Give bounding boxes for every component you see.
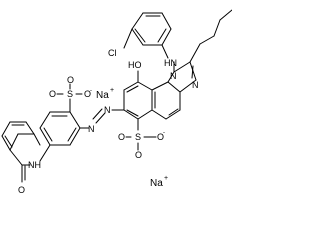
azo-n2-label: N [88,124,95,134]
sulfonate-left-o3-label: O [67,75,74,85]
amide-nh-label: NH [28,160,41,170]
sulfonate-right-minus: - [163,130,165,136]
sulfonate-right-o2-label: O [118,132,125,142]
amide-o-label: O [18,185,25,195]
bond-lines [1,9,232,183]
imidazole-n1-label: N [170,71,177,81]
sodium-ion-2-charge: + [164,175,168,182]
sulfonate-right-s-label: S [135,132,141,142]
sulfonate-left-o2-label: O [84,89,91,99]
sodium-ion-2: Na [150,178,163,189]
azo-n1-label: N [104,105,111,115]
sulfonate-left-minus: - [90,88,92,94]
sulfonate-right-o3-label: O [135,150,142,160]
nh-label-top: HN [164,58,177,68]
sulfonate-left-o1-label: O [49,89,56,99]
chemical-structure-diagram: Cl HN N N HO S O O O - N N S O O O - NH … [1,9,232,195]
atom-labels: Cl HN N N HO S O O O - N N S O O O - NH … [18,48,199,195]
imidazole-n3-label: N [192,80,199,90]
hydroxyl-label: HO [128,60,142,70]
sulfonate-right-o1-label: O [157,132,164,142]
sodium-ion-1: Na [96,90,109,101]
cl-label: Cl [108,48,117,58]
sulfonate-left-s-label: S [67,89,73,99]
counterions: Na + Na + [96,87,168,189]
sodium-ion-1-charge: + [110,87,114,94]
